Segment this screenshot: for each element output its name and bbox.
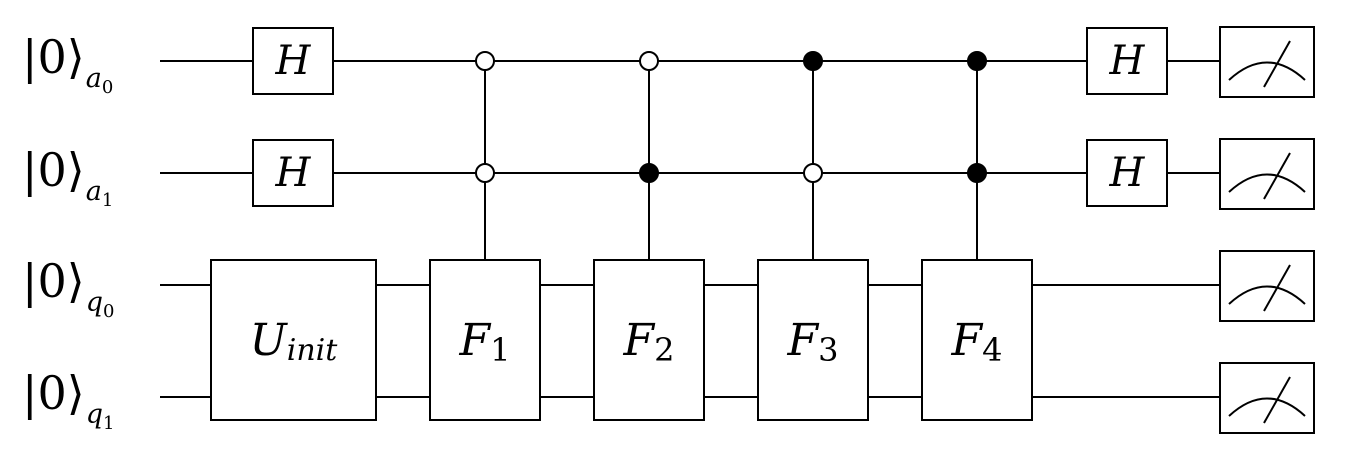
h-gate-label-a0-in: H [275,38,311,84]
meter-needle [1263,152,1291,200]
open-control-dot [803,163,823,183]
h-gate-box [1086,139,1168,207]
h-gate-label-a1-out: H [1109,150,1145,196]
ket: |0⟩ [22,30,85,84]
qubit-label-q0: |0⟩q0 [22,254,115,322]
f-gate-box [757,259,869,421]
filled-control-dot [967,163,987,183]
ket: |0⟩ [22,254,85,308]
f-gate-box [429,259,541,421]
h-gate-box [252,27,334,95]
h-gate-box [1086,27,1168,95]
h-gate-label-a1-in: H [275,150,311,196]
f-gate-box [921,259,1033,421]
qubit-label-q1: |0⟩q1 [22,366,115,434]
meter-arc [1228,285,1306,305]
ket: |0⟩ [22,143,85,197]
meter-arc [1228,173,1306,193]
qubit-label-a0: |0⟩a0 [22,30,114,98]
filled-control-dot [803,51,823,71]
h-gate-label-a0-out: H [1109,38,1145,84]
meter-arc [1228,61,1306,81]
filled-control-dot [967,51,987,71]
filled-control-dot [639,163,659,183]
open-control-dot [475,51,495,71]
uinit-gate-box [210,259,377,421]
open-control-dot [639,51,659,71]
f-gate-box [593,259,705,421]
ket: |0⟩ [22,366,85,420]
h-gate-box [252,139,334,207]
meter-needle [1263,376,1291,424]
open-control-dot [475,163,495,183]
meter-needle [1263,264,1291,312]
meter-arc [1228,397,1306,417]
meter-needle [1263,40,1291,88]
qubit-label-a1: |0⟩a1 [22,143,114,211]
